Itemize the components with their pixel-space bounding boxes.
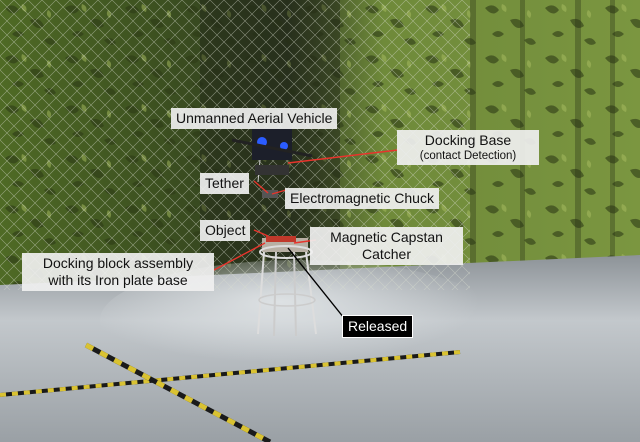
tether-label: Tether (200, 173, 249, 194)
object-label: Object (200, 220, 251, 241)
capstan-label: Magnetic Capstan Catcher (310, 227, 463, 265)
docking-base-label: Docking Base (contact Detection) (397, 130, 539, 165)
chuck-label-text: Electromagnetic Chuck (290, 190, 434, 206)
released-label-text: Released (348, 318, 408, 334)
object-label-text: Object (205, 222, 246, 238)
docking-base-sublabel: (contact Detection) (419, 150, 517, 162)
docking-block-label-line1: Docking block assembly (42, 255, 194, 271)
released-label: Released (342, 315, 414, 338)
docking-block-label-line2: with its Iron plate base (48, 272, 188, 288)
uav-label-text: Unmanned Aerial Vehicle (176, 110, 333, 126)
docking-block-label: Docking block assembly with its Iron pla… (22, 253, 214, 291)
chuck-label: Electromagnetic Chuck (285, 188, 439, 209)
capstan-label-line1: Magnetic Capstan (330, 229, 443, 245)
docking-base-label-text: Docking Base (424, 132, 512, 148)
uav-label: Unmanned Aerial Vehicle (171, 108, 338, 129)
capstan-label-line2: Catcher (361, 246, 412, 262)
tether-label-text: Tether (205, 175, 244, 191)
